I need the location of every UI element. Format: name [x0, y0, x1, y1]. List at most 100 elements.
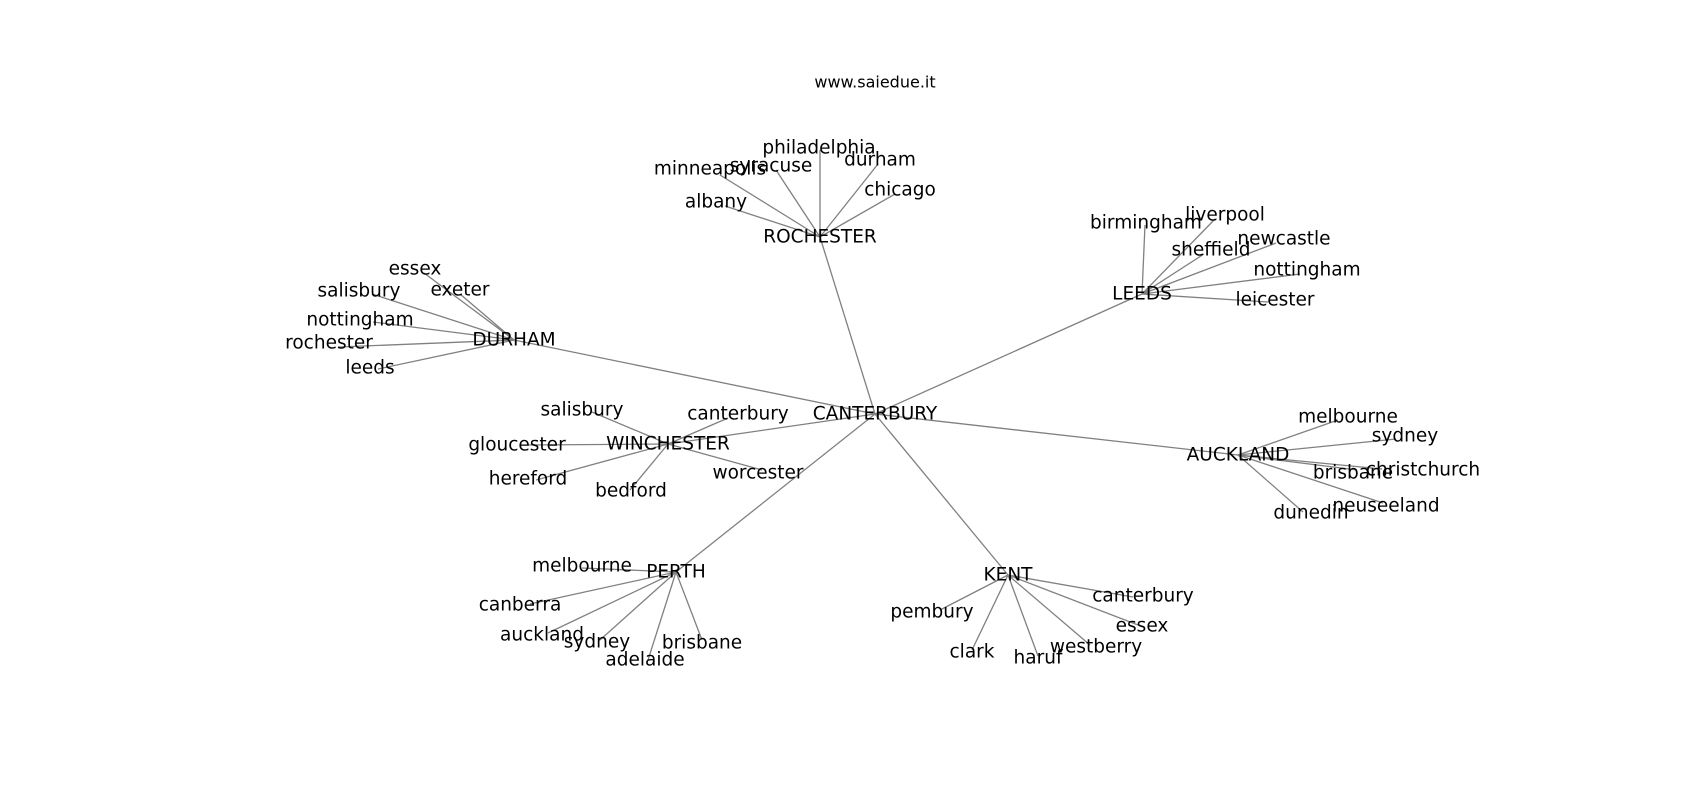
leaf-node-label: hereford [489, 469, 568, 490]
edge-rochester-chicago [819, 193, 896, 238]
edge-rochester-durham [819, 163, 879, 238]
edge-leeds-nottingham [1141, 273, 1301, 295]
edge-winchester-gloucester [527, 443, 669, 446]
edge-perth-melbourne [581, 567, 677, 573]
leaf-node-label: nottingham [306, 310, 413, 331]
leaf-node-label: birmingham [1090, 213, 1202, 234]
leaf-node-label: nottingham [1253, 260, 1360, 281]
hub-node-label: WINCHESTER [606, 434, 730, 455]
leaf-node-label: dunedin [1273, 503, 1348, 524]
edge-auckland-neuseeland [1237, 454, 1384, 504]
edge-kent-pembury [939, 574, 1009, 611]
leaf-node-label: syracuse [730, 156, 812, 177]
leaf-node-label: melbourne [1298, 407, 1398, 428]
hub-node-label: ROCHESTER [763, 227, 877, 248]
edge-root-durham [513, 339, 876, 415]
leaf-node-label: salisbury [318, 281, 401, 302]
leaf-node-label: haruf [1014, 648, 1063, 669]
edge-root-winchester [667, 413, 876, 445]
labels-layer: www.saiedue.it CANTERBURY ROCHESTER philad… [285, 73, 1480, 671]
leaf-node-label: essex [1116, 616, 1169, 637]
hub-node-label: PERTH [646, 562, 706, 583]
leaf-node-label: gloucester [468, 435, 566, 456]
leaf-node-label: melbourne [532, 556, 632, 577]
leaf-node-label: leicester [1235, 290, 1314, 311]
edge-leeds-liverpool [1141, 218, 1216, 295]
edge-leeds-birmingham [1141, 224, 1146, 295]
edge-kent-westberry [1007, 574, 1091, 646]
edge-durham-salisbury [371, 293, 515, 341]
edge-kent-canterbury [1007, 574, 1134, 598]
leaf-node-label: worcester [712, 463, 803, 484]
leaf-node-label: chicago [864, 180, 936, 201]
leaf-node-label: canterbury [1092, 586, 1194, 607]
leaf-node-label: christchurch [1366, 460, 1480, 481]
edge-kent-haruf [1007, 574, 1039, 657]
leaf-node-label: newcastle [1237, 229, 1330, 250]
hub-node-label: DURHAM [472, 330, 555, 351]
edge-durham-rochester [338, 339, 515, 348]
edge-leeds-sheffield [1141, 253, 1205, 295]
edge-durham-essex [423, 272, 515, 341]
edge-auckland-dunedin [1237, 454, 1304, 513]
leaf-node-label: minneapolis [654, 159, 766, 180]
leaf-node-label: leeds [345, 358, 394, 379]
edge-durham-exeter [459, 293, 515, 341]
edge-auckland-melbourne [1237, 419, 1339, 456]
leaf-node-label: salisbury [541, 400, 624, 421]
edge-perth-canberra [529, 571, 677, 605]
edge-winchester-worcester [667, 443, 763, 471]
leaf-node-label: philadelphia [762, 138, 875, 159]
leaf-node-label: exeter [430, 280, 489, 301]
edge-auckland-christchurch [1237, 454, 1383, 470]
diagram-title: www.saiedue.it [814, 73, 935, 92]
hub-node-label: LEEDS [1112, 284, 1172, 305]
hub-node-label: KENT [984, 565, 1034, 586]
edge-kent-clark [971, 574, 1009, 651]
leaf-node-label: liverpool [1185, 205, 1265, 226]
hub-node-label: AUCKLAND [1187, 445, 1290, 466]
edge-perth-sydney [599, 571, 677, 641]
edge-perth-adelaide [647, 571, 677, 661]
edge-root-leeds [874, 293, 1143, 415]
edges-layer [338, 150, 1397, 661]
leaf-node-label: durham [844, 150, 916, 171]
edge-perth-brisbane [675, 571, 703, 641]
edge-winchester-hereford [535, 443, 669, 481]
leaf-node-label: sydney [1372, 426, 1438, 447]
edge-rochester-syracuse [775, 169, 821, 238]
edge-winchester-salisbury [591, 411, 669, 445]
leaf-node-label: canterbury [687, 404, 789, 425]
edge-rochester-albany [724, 205, 821, 238]
edge-root-kent [874, 413, 1009, 576]
leaf-node-label: sheffield [1172, 240, 1251, 261]
leaf-node-label: brisbane [1313, 463, 1393, 484]
leaf-node-label: essex [389, 259, 442, 280]
edge-rochester-minneapolis [719, 174, 821, 238]
leaf-node-label: neuseeland [1332, 496, 1439, 517]
leaf-node-label: clark [950, 642, 995, 663]
leaf-node-label: canberra [479, 595, 562, 616]
edge-durham-nottingham [372, 321, 515, 341]
leaf-node-label: westberry [1050, 637, 1142, 658]
edge-winchester-canterbury [667, 417, 729, 445]
edge-perth-auckland [547, 571, 677, 634]
root-node-label: CANTERBURY [813, 404, 938, 425]
edge-leeds-newcastle [1141, 242, 1277, 295]
edge-winchester-bedford [629, 443, 669, 491]
leaf-node-label: brisbane [662, 633, 742, 654]
leaf-node-label: pembury [890, 602, 973, 623]
edge-leeds-leicester [1141, 293, 1269, 303]
leaf-node-label: bedford [595, 481, 667, 502]
edge-root-perth [675, 413, 876, 573]
leaf-node-label: albany [685, 192, 747, 213]
leaf-node-label: auckland [500, 625, 584, 646]
edge-kent-essex [1007, 574, 1139, 626]
edge-auckland-sydney [1237, 438, 1397, 456]
leaf-node-label: adelaide [605, 650, 684, 671]
leaf-node-label: rochester [285, 333, 373, 354]
leaf-node-label: sydney [564, 632, 630, 653]
edge-root-auckland [874, 413, 1239, 456]
edge-durham-leeds [377, 339, 515, 370]
